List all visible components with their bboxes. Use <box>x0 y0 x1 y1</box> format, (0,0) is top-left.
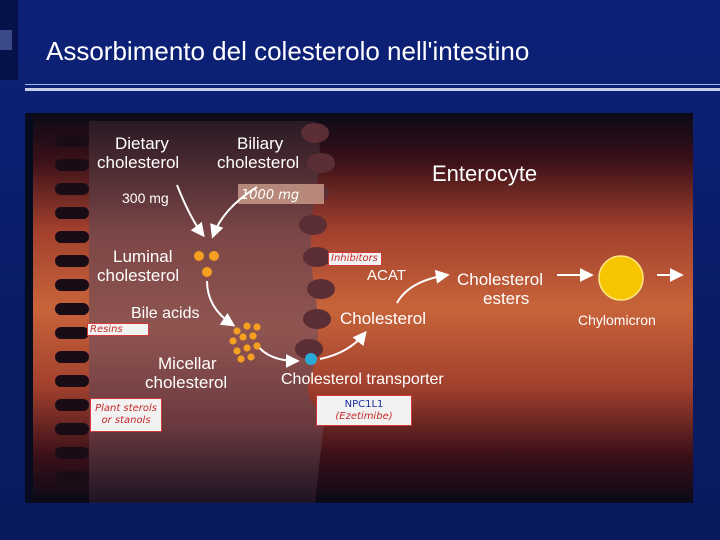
plant-sterols-line1: Plant sterols <box>95 403 157 414</box>
luminal-droplets <box>194 251 219 277</box>
arrows <box>176 184 684 368</box>
corner-decoration-accent <box>0 30 12 50</box>
arrow-biliary-to-luminal <box>210 186 258 239</box>
luminal-label-line2: cholesterol <box>97 266 179 285</box>
title-rule-thick <box>25 88 720 91</box>
micellar-label-line1: Micellar <box>158 354 217 373</box>
biliary-amount-box <box>238 184 324 204</box>
ezetimibe-label: (Ezetimibe) <box>335 411 393 422</box>
enterocyte-heading: Enterocyte <box>432 161 537 186</box>
bile-acids-label: Bile acids <box>131 305 199 322</box>
resins-label: Resins <box>87 323 149 336</box>
npc1l1-box: NPC1L1 (Ezetimibe) <box>316 395 412 426</box>
esters-label-line1: Cholesterol <box>457 270 543 289</box>
slide-title: Assorbimento del colesterolo nell'intest… <box>46 36 530 66</box>
arrow-cholesterol-to-esters <box>396 269 450 304</box>
arrow-luminal-to-micellar <box>206 280 236 327</box>
chylomicron-label: Chylomicron <box>578 312 656 328</box>
arrow-dietary-to-luminal <box>176 184 205 238</box>
dietary-amount: 300 mg <box>122 190 169 206</box>
cholesterol-label: Cholesterol <box>340 309 426 328</box>
arrow-transporter-to-cholesterol <box>319 330 367 360</box>
title-rule-thin <box>25 84 720 85</box>
diagram-panel: Enterocyte Dietary cholesterol 300 mg Bi… <box>25 113 693 503</box>
biliary-label-line2: cholesterol <box>217 153 299 172</box>
plant-sterols-line2: or stanols <box>101 415 151 426</box>
transporter-dot <box>305 353 317 365</box>
micelle-cluster <box>229 322 261 363</box>
plant-sterols-box: Plant sterols or stanols <box>90 398 162 432</box>
chylomicron-particle <box>598 255 644 301</box>
micellar-label-line2: cholesterol <box>145 373 227 392</box>
transporter-label: Cholesterol transporter <box>281 371 444 388</box>
dietary-label-line1: Dietary <box>115 134 169 153</box>
luminal-label-line1: Luminal <box>113 247 173 266</box>
acat-label: ACAT <box>367 267 406 284</box>
microvilli <box>55 135 89 483</box>
dietary-label-line2: cholesterol <box>97 153 179 172</box>
inhibitors-label: Inhibitors <box>328 252 382 266</box>
esters-label-line2: esters <box>483 289 529 308</box>
npc1l1-label: NPC1L1 <box>344 399 384 410</box>
biliary-amount: 1000 mg <box>241 188 299 203</box>
biliary-label-line1: Biliary <box>237 134 284 153</box>
diagram-svg: Enterocyte Dietary cholesterol 300 mg Bi… <box>33 113 693 503</box>
lumen-region <box>89 121 325 503</box>
